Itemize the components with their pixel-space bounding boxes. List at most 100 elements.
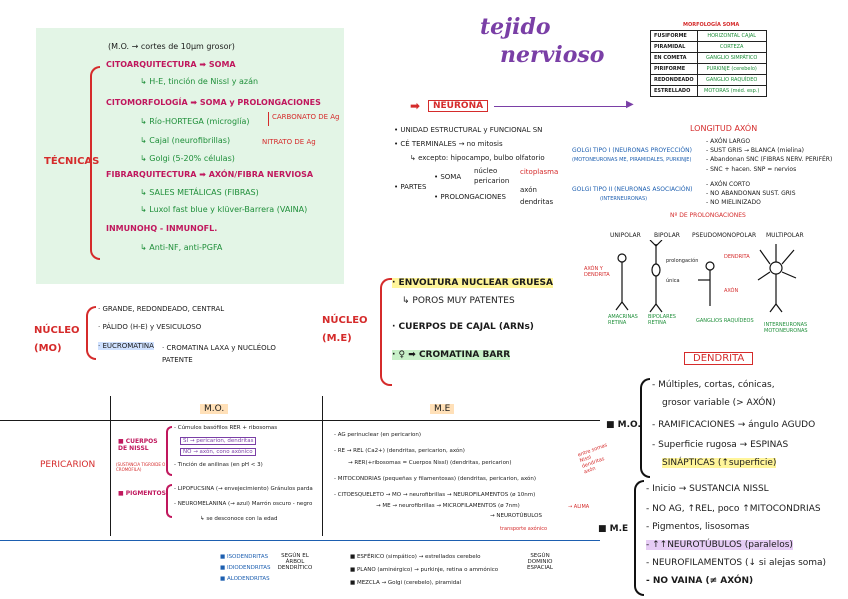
longitud-title: LONGITUD AXÓN: [690, 124, 757, 133]
neurona-partes: • PARTES: [394, 183, 426, 191]
dend-me-6: - NO VAINA (≠ AXÓN): [646, 576, 753, 586]
prolong-type-3: PSEUDOMONOPOLAR: [692, 232, 756, 239]
prolong-type-4: MULTIPOLAR: [766, 232, 804, 239]
tec-item-2-sub-3: ↳ Golgi (5-20% células): [140, 154, 235, 163]
dend-mo-5: SINÁPTICAS (↑superficie): [662, 458, 776, 468]
neurona-nucleo: núcleo: [474, 167, 497, 175]
tec-item-3-sub-2: ↳ Luxol fast blue y klüver-Barrera (VAIN…: [140, 205, 307, 214]
nucleo-me-item-1: · ENVOLTURA NUCLEAR GRUESA: [392, 278, 553, 288]
neurona-prolongaciones: • PROLONGACIONES: [434, 193, 506, 201]
me-line-6: → ME → neurofibrillas → MICROFILAMENTOS …: [376, 503, 520, 509]
long-l1-1: - AXÓN LARGO: [706, 138, 750, 145]
nucleo-mo-item-1: · GRANDE, REDONDEADO, CENTRAL: [98, 305, 224, 313]
me-line-4: - MITOCONDRIAS (pequeñas y filamentosas)…: [334, 476, 536, 482]
bottom-right-label: SEGÚN DOMINIO ESPACIAL: [518, 553, 562, 571]
me-line-8: transporte axónico: [500, 526, 547, 532]
nucleo-mo-label: NÚCLEO (MO): [34, 322, 84, 358]
dend-me-2: - NO AG, ↑REL, poco ↑MITOCONDRIAS: [646, 504, 821, 514]
nucleo-me-brace: [380, 278, 392, 386]
neurona-pericarion: pericarion: [474, 177, 509, 185]
nissl-label: ■ CUERPOS DE NISSL: [118, 438, 168, 452]
dend-mo-3: - RAMIFICACIONES → ángulo AGUDO: [652, 420, 815, 430]
nucleo-mo-item-2: · PÁLIDO (H-E) y VESICULOSO: [98, 323, 201, 331]
carbonato-label: CARBONATO DE Ag: [272, 113, 340, 121]
nucleo-me-item-2: ↳ POROS MUY PATENTES: [402, 296, 515, 306]
bottom-right-1: ■ ESFÉRICO (simpático) → estrellados cer…: [350, 554, 481, 560]
pigm-mo-2: - NEUROMELANINA (→ azul) Marrón oscuro -…: [174, 501, 312, 507]
long-l2-1: - AXÓN CORTO: [706, 181, 750, 188]
nucleo-mo-item-3: · EUCROMATINA: [98, 342, 154, 350]
neurona-dendritas: dendritas: [520, 198, 553, 206]
prolong-extra-1: prolongación: [666, 258, 698, 264]
tec-item-2-head: CITOMORFOLOGÍA ➡ SOMA y PROLONGACIONES: [106, 98, 321, 107]
nucleo-me-label: NÚCLEO (M.E): [322, 312, 372, 348]
pseudo-soma: [706, 262, 714, 270]
dend-me-5: - NEUROFILAMENTOS (↓ si alejas soma): [646, 558, 826, 568]
tec-item-3-head: FIBRARQUITECTURA ➡ AXÓN/FIBRA NERVIOSA: [106, 170, 313, 179]
neurona-line-2: • CÉ TERMINALES → no mitosis: [394, 140, 503, 148]
prolong-label-3: GANGLIOS RAQUÍDEOS: [696, 318, 754, 324]
bottom-right-3: ■ MEZCLA → Golgi (cerebelo), piramidal: [350, 580, 461, 586]
pigmentos-label: ■ PIGMENTOS: [118, 490, 166, 497]
bottom-left-3: ■ ALODENDRITAS: [220, 576, 270, 582]
golgi2: GOLGI TIPO II (NEURONAS ASOCIACIÓN): [572, 186, 693, 193]
prolong-title: Nº DE PROLONGACIONES: [670, 212, 746, 219]
dendrita-me-label: ■ M.E: [598, 524, 628, 534]
dend-me-3: - Pigmentos, lisosomas: [646, 522, 749, 532]
dend-me-4: - ↑↑NEUROTÚBULOS (paralelos): [646, 540, 793, 550]
neurona-citoplasma: citoplasma: [520, 168, 558, 176]
dendrita-me-brace: [634, 480, 644, 596]
cajal-bracket: [268, 112, 269, 126]
pigm-mo-1: - LIPOFUCSINA (→ envejecimiento) Gránulo…: [174, 486, 313, 492]
tec-item-2-sub-2: ↳ Cajal (neurofibrillas): [140, 136, 230, 145]
dend-mo-4: - Superficie rugosa → ESPINAS: [652, 440, 788, 450]
nissl-mo-4: - Tinción de anilinas (en pH < 3): [174, 462, 263, 468]
alima-note: → ALIMA: [568, 504, 589, 510]
nitrato-label: NITRATO DE Ag: [262, 138, 316, 146]
tec-item-2-sub-1: ↳ Río-HORTEGA (microglía): [140, 117, 250, 126]
nucleo-me-item-4: · ♀ ➡ CROMATINA BARR: [392, 350, 510, 360]
prolong-label-1: AMACRINAS RETINA: [608, 314, 642, 326]
tec-item-1-head: CITOARQUITECTURA ➡ SOMA: [106, 60, 236, 69]
col-mo-header: M.O.: [200, 404, 228, 414]
prolong-side-2: DENDRITA: [724, 254, 750, 260]
me-line-1: - AG perinuclear (en pericarion): [334, 432, 421, 438]
nissl-mo-1: - Cúmulos basófilos RER + ribosomas: [174, 425, 277, 431]
table-bottom-line: [0, 540, 600, 541]
bottom-mid: SEGÚN EL ÁRBOL DENDRÍTICO: [272, 553, 318, 571]
dendrita-mo-brace: [640, 378, 650, 478]
prolong-label-2: BIPOLARES RETINA: [648, 314, 682, 326]
tec-item-4-sub: ↳ Anti-NF, anti-PGFA: [140, 243, 222, 252]
prolong-side-3: AXÓN: [724, 288, 738, 294]
golgi1: GOLGI TIPO I (NEURONAS PROYECCIÓN): [572, 147, 692, 154]
neurona-line-3: ↳ excepto: hipocampo, bulbo olfatorio: [410, 154, 545, 162]
golgi1-sub: (MOTONEURONAS ME, PIRAMIDALES, PURKINJE): [572, 157, 691, 163]
prolong-type-1: UNIPOLAR: [610, 232, 641, 239]
pigmentos-brace: [166, 484, 172, 518]
bottom-right-2: ■ PLANO (aminérgico) → purkinje, retina …: [350, 567, 498, 573]
neurona-arrow-left: ➡: [410, 99, 420, 113]
nucleo-mo-item-4: · CROMATINA LAXA y NUCLÉOLO PATENTE: [162, 342, 304, 366]
neurona-label: NEURONA: [428, 100, 488, 112]
pigm-mo-3: ↳ se desconoce con la edad: [200, 516, 278, 522]
prolong-label-4: INTERNEURONAS MOTONEURONAS: [764, 322, 828, 334]
neurona-soma: • SOMA: [434, 173, 461, 181]
tecnicas-brace: [90, 66, 100, 260]
title-line1: tejido: [480, 14, 551, 40]
neuron-types-drawing: [600, 240, 840, 320]
dendrita-label: DENDRITA: [684, 352, 753, 365]
prolong-extra-2: única: [666, 278, 680, 284]
neurona-line-1: • UNIDAD ESTRUCTURAL y FUNCIONAL SN: [394, 126, 542, 134]
dend-me-1: - Inicio → SUSTANCIA NISSL: [646, 484, 769, 494]
unipolar-soma: [618, 254, 626, 262]
tecnicas-mo-note: (M.O. → cortes de 10µm grosor): [108, 42, 235, 51]
dend-mo-1: - Múltiples, cortas, cónicas,: [652, 380, 775, 390]
golgi2-sub: (INTERNEURONAS): [600, 196, 647, 202]
neurona-arrow-right: [494, 106, 626, 107]
unipolar-ends: [616, 302, 628, 310]
nucleo-mo-brace: [86, 306, 96, 360]
